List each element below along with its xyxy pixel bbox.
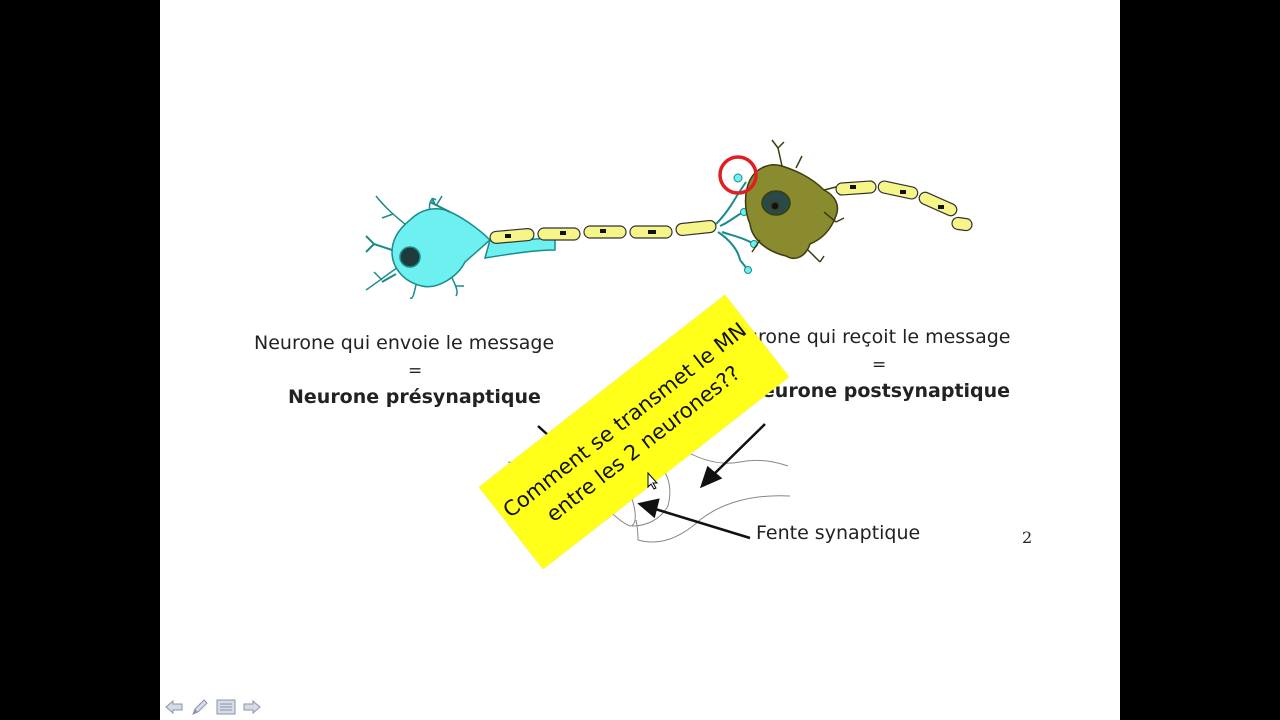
postsynaptic-label-title: Neurone postsynaptique — [746, 380, 1011, 402]
highlight-circle — [718, 155, 758, 195]
presynaptic-label-title: Neurone présynaptique — [288, 386, 541, 408]
slide: Neurone qui envoie le message = Neurone … — [160, 0, 1120, 720]
neuron-diagram — [365, 139, 973, 543]
mouse-cursor-icon — [647, 472, 659, 490]
synaptic-cleft-label: Fente synaptique — [756, 522, 921, 544]
postsynaptic-label-equals: = — [872, 355, 887, 375]
back-arrow-icon[interactable] — [162, 695, 186, 719]
slide-nav-toolbar — [160, 694, 264, 720]
presynaptic-neuron — [365, 195, 556, 299]
postsynaptic-neuron — [744, 139, 845, 263]
page-number: 2 — [1022, 528, 1033, 547]
presynaptic-label-line1: Neurone qui envoie le message — [254, 332, 555, 354]
arrows — [537, 423, 766, 540]
presynaptic-label-equals: = — [408, 361, 423, 381]
menu-icon[interactable] — [214, 695, 238, 719]
axon-terminals — [715, 181, 755, 271]
pen-icon[interactable] — [188, 695, 212, 719]
postsynaptic-label-line1: Neurone qui reçoit le message — [720, 326, 1011, 348]
forward-arrow-icon[interactable] — [240, 695, 264, 719]
